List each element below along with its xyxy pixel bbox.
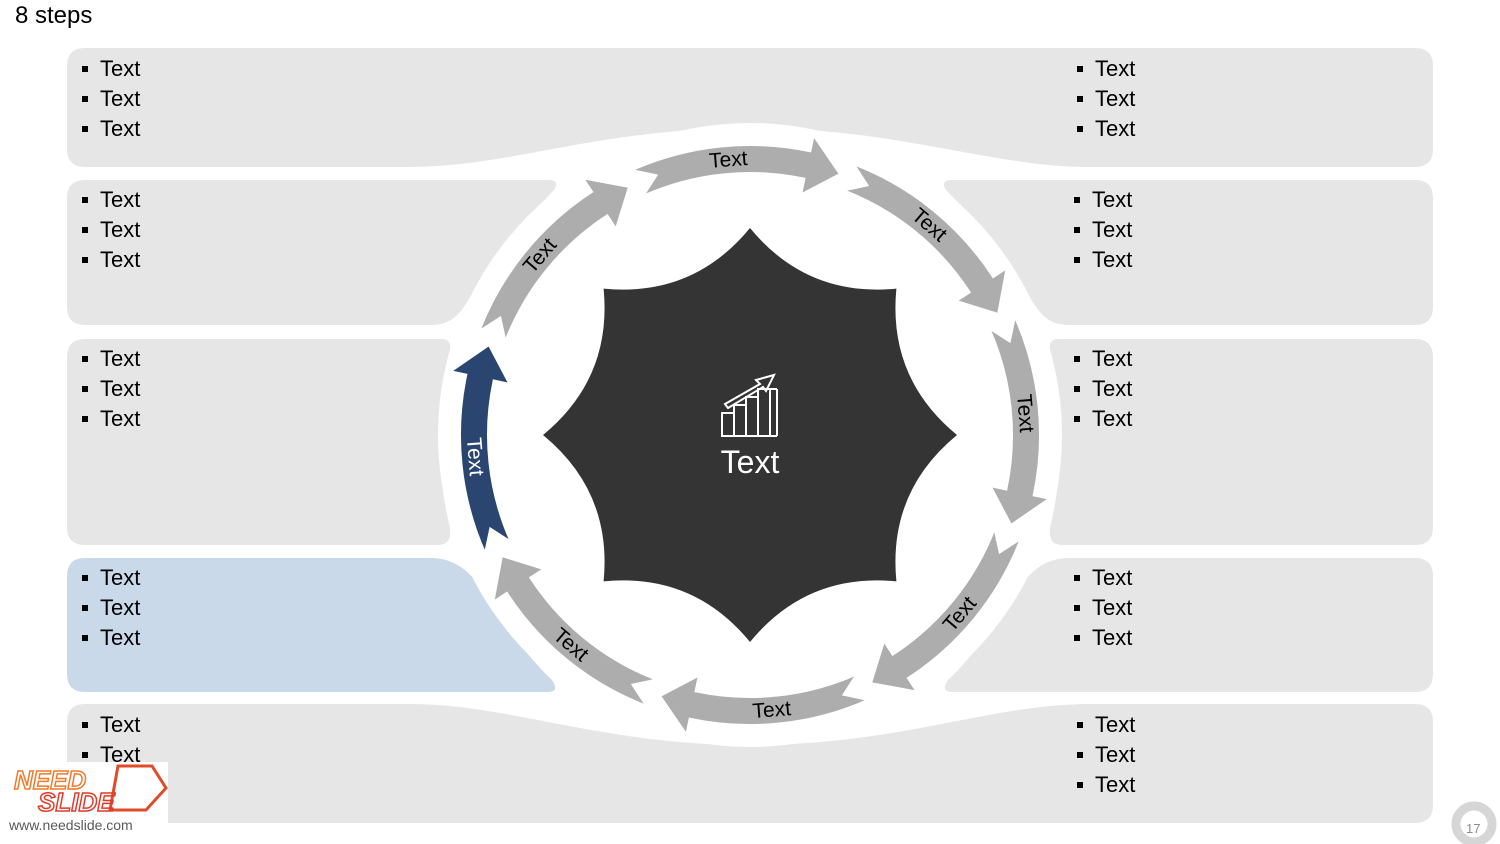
bullet-item: Text <box>1072 374 1132 404</box>
growth-chart-icon <box>721 373 778 437</box>
bullet-item: Text <box>80 185 140 215</box>
bullet-item: Text <box>1072 215 1132 245</box>
step-arrow <box>869 525 1023 694</box>
step-label: Text <box>462 437 488 477</box>
panel-row1-left <box>67 180 556 325</box>
bullet-item: Text <box>80 84 140 114</box>
panel-row3-left <box>67 558 556 692</box>
slide-title: 8 steps <box>15 2 93 29</box>
bullet-item: Text <box>1075 740 1135 770</box>
step-arrow <box>628 133 842 198</box>
bullet-item: Text <box>80 114 140 144</box>
bullet-item: Text <box>80 593 140 623</box>
website-url: www.needslide.com <box>9 817 133 833</box>
bullet-item: Text <box>1072 404 1132 434</box>
step-arrow <box>491 554 660 708</box>
step-arrow <box>840 162 1009 316</box>
panel-row3-right <box>944 558 1433 692</box>
bullet-item: Text <box>80 215 140 245</box>
step-arrow <box>987 313 1052 527</box>
step-label: Text <box>1012 393 1038 433</box>
bullet-item: Text <box>1075 114 1135 144</box>
panel-row2-left <box>67 339 451 545</box>
bullet-item: Text <box>80 245 140 275</box>
bullet-item: Text <box>80 563 140 593</box>
center-label: Text <box>721 444 780 480</box>
step-label: Text <box>708 147 748 173</box>
center-shape: Text <box>543 228 957 642</box>
cycle-arrows-icon <box>1451 801 1497 844</box>
bullet-item: Text <box>1075 54 1135 84</box>
panel-row1-right <box>944 180 1433 325</box>
bullet-item: Text <box>1075 770 1135 800</box>
bullet-item: Text <box>80 374 140 404</box>
bullet-item: Text <box>1075 710 1135 740</box>
bullet-item: Text <box>80 54 140 84</box>
bullet-item: Text <box>80 404 140 434</box>
bullet-item: Text <box>80 623 140 653</box>
logo-word-bottom: SLIDE <box>38 787 115 817</box>
bullet-item: Text <box>1072 623 1132 653</box>
bullet-item: Text <box>1075 84 1135 114</box>
bullet-item: Text <box>1072 245 1132 275</box>
bullet-item: Text <box>1072 344 1132 374</box>
step-arrow <box>658 672 872 737</box>
bullet-item: Text <box>1072 185 1132 215</box>
panel-row2-right <box>1049 339 1433 545</box>
bullet-item: Text <box>1072 593 1132 623</box>
step-arrow <box>477 176 631 345</box>
bullet-item: Text <box>80 344 140 374</box>
panel-bottom <box>67 704 1433 823</box>
step-arrow <box>448 343 513 557</box>
needslide-logo-icon: NEED SLIDE <box>13 764 168 818</box>
logo-word-top: NEED <box>14 765 86 795</box>
panel-top <box>67 48 1433 167</box>
bullet-item: Text <box>80 710 140 740</box>
page-number: 17 <box>1466 821 1481 836</box>
bullet-item: Text <box>1072 563 1132 593</box>
logo: NEED SLIDE <box>0 762 168 844</box>
step-label: Text <box>752 697 792 723</box>
